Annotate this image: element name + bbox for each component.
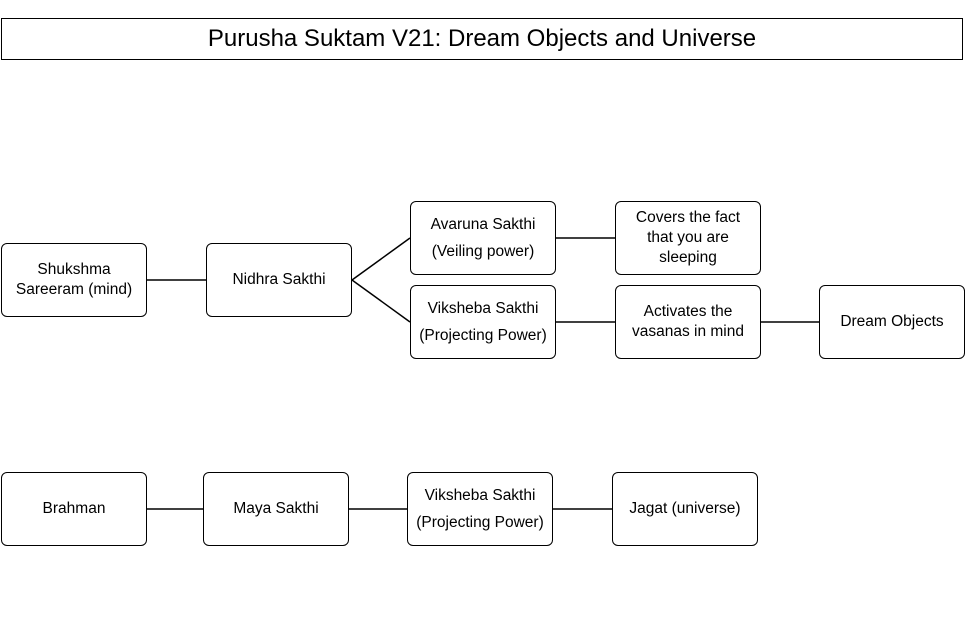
- node-viksheba-bottom-line-2: (Projecting Power): [416, 514, 544, 531]
- node-jagat-line-1: Jagat (universe): [629, 500, 741, 517]
- node-viksheba-bottom-line-1: Viksheba Sakthi: [424, 487, 536, 504]
- node-covers-fact: Covers the fact that you are sleeping: [615, 201, 761, 275]
- node-maya-sakthi: Maya Sakthi: [203, 472, 349, 546]
- node-avaruna-sakthi: Avaruna Sakthi (Veiling power): [410, 201, 556, 275]
- node-activates-line-1: Activates the: [643, 303, 733, 320]
- edge-nidhra-avaruna: [351, 237, 411, 281]
- node-shukshma-line-1: Shukshma: [37, 261, 111, 278]
- diagram-title-text: Purusha Suktam V21: Dream Objects and Un…: [207, 25, 757, 52]
- node-covers-line-3: sleeping: [659, 249, 717, 266]
- node-nidhra-sakthi: Nidhra Sakthi: [206, 243, 352, 317]
- node-brahman: Brahman: [1, 472, 147, 546]
- node-covers-line-1: Covers the fact: [635, 209, 741, 226]
- node-viksheba-top-line-1: Viksheba Sakthi: [427, 300, 539, 317]
- diagram-title: Purusha Suktam V21: Dream Objects and Un…: [1, 18, 963, 60]
- node-jagat-universe: Jagat (universe): [612, 472, 758, 546]
- node-activates-vasanas: Activates the vasanas in mind: [615, 285, 761, 359]
- node-shukshma-sareeram: Shukshma Sareeram (mind): [1, 243, 147, 317]
- node-viksheba-top-line-2: (Projecting Power): [419, 327, 547, 344]
- edge-nidhra-viksheba-top: [351, 279, 411, 323]
- node-avaruna-line-1: Avaruna Sakthi: [430, 216, 536, 233]
- node-avaruna-line-2: (Veiling power): [431, 243, 535, 260]
- node-viksheba-sakthi-top: Viksheba Sakthi (Projecting Power): [410, 285, 556, 359]
- node-dream-objects: Dream Objects: [819, 285, 965, 359]
- node-covers-line-2: that you are: [647, 229, 729, 246]
- node-nidhra-line-1: Nidhra Sakthi: [232, 271, 326, 288]
- node-activates-line-2: vasanas in mind: [631, 323, 744, 340]
- node-brahman-line-1: Brahman: [42, 500, 106, 517]
- node-shukshma-line-2: Sareeram (mind): [15, 281, 133, 298]
- node-dream-line-1: Dream Objects: [840, 313, 944, 330]
- node-viksheba-sakthi-bottom: Viksheba Sakthi (Projecting Power): [407, 472, 553, 546]
- node-maya-line-1: Maya Sakthi: [233, 500, 319, 517]
